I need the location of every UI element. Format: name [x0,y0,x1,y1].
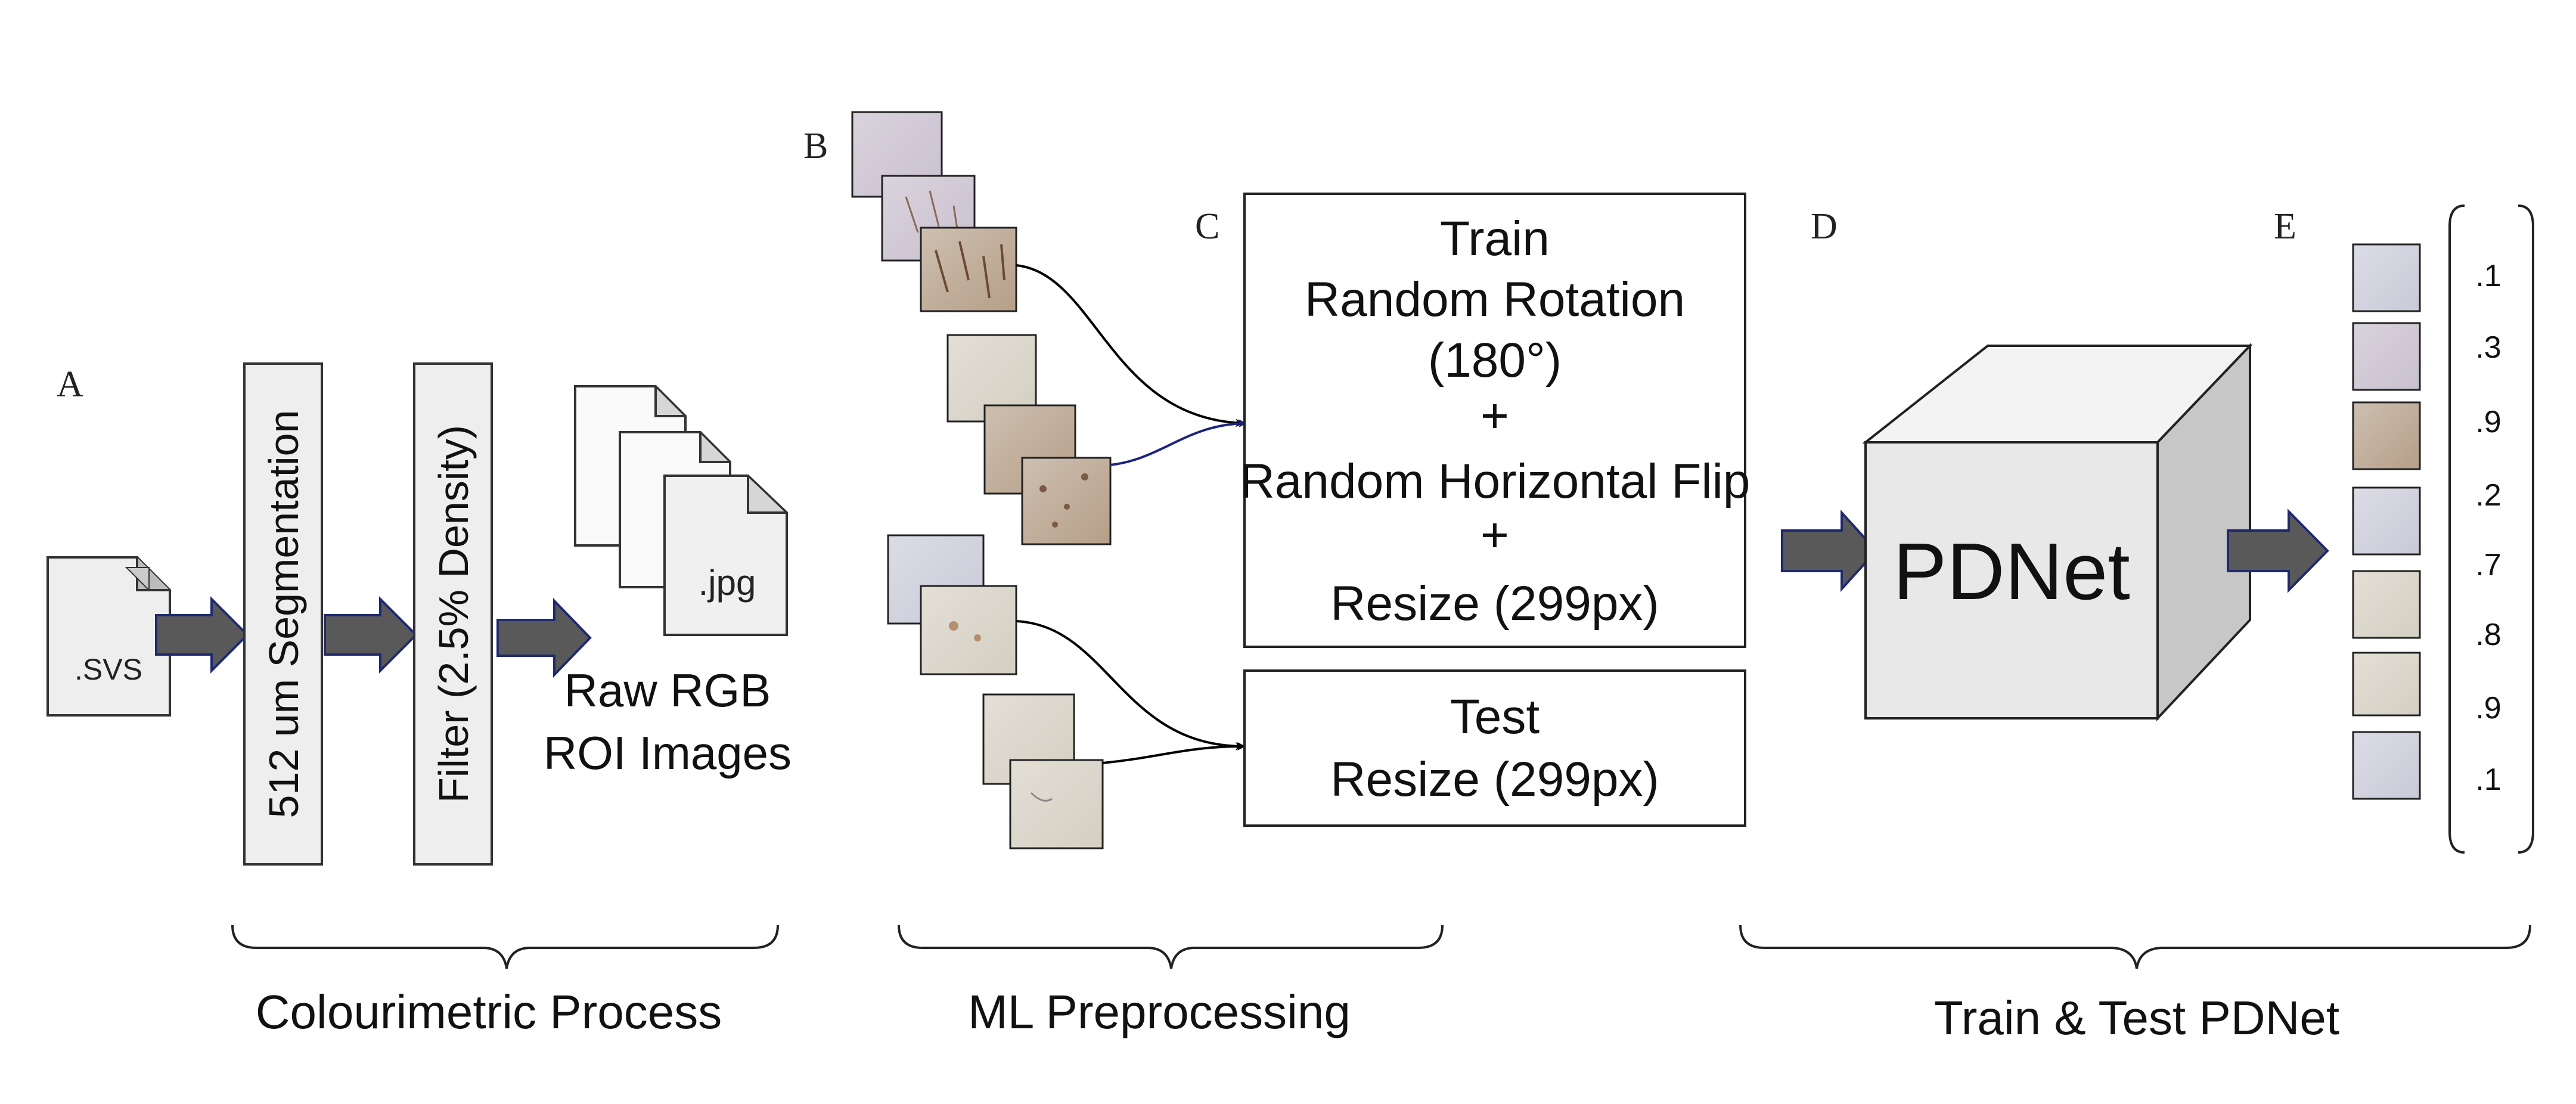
raw-images-label-line1: Raw RGB [564,664,771,717]
raw-images-label-line2: ROI Images [544,727,792,779]
jpg-file-stack [574,385,788,636]
train-box [1243,193,1746,648]
test-tile-group-2 [982,693,1104,849]
test-box [1243,669,1746,827]
panel-label-d: D [1811,206,1838,247]
pdnet-brace [1739,925,2531,969]
preprocessing-brace [898,925,1444,969]
arrow-segmentation-to-filter [324,596,418,674]
arrow-svs-to-segmentation [155,596,249,674]
connector-test-2 [1102,742,1246,764]
score-3: .9 [2475,405,2501,439]
train-title: Train [1440,212,1550,266]
preprocessing-label: ML Preprocessing [968,985,1351,1038]
train-tile-group-2 [946,334,1112,545]
train-resize: Resize (299px) [1330,576,1659,631]
train-tile-group-1 [851,111,1017,312]
colourimetric-label: Colourimetric Process [256,985,722,1038]
segmentation-box [243,362,323,866]
test-resize: Resize (299px) [1330,752,1659,807]
test-tile-group-1 [887,534,1017,675]
arrow-into-pdnet [1781,509,1878,593]
filter-box [413,362,493,866]
svs-file-label: .SVS [75,653,142,686]
svs-file-icon [46,556,171,717]
filter-label: Filter (2.5% Density) [430,425,477,803]
score-bracket [2448,204,2534,854]
colourimetric-brace [231,925,779,969]
panel-label-b: B [803,126,828,166]
score-2: .3 [2475,330,2501,365]
segmentation-label: 512 um Segmentation [260,410,307,818]
jpg-file-label: .jpg [699,563,756,603]
arrow-out-of-pdnet [2227,508,2329,593]
score-8: .1 [2475,762,2501,797]
score-5: .7 [2475,548,2501,582]
pdnet-cube [1862,343,2253,722]
connector-train-1 [1016,264,1244,427]
train-rotation: Random Rotation [1305,272,1685,327]
output-tile-column [2352,243,2421,800]
score-7: .9 [2475,691,2501,725]
score-6: .8 [2475,618,2501,652]
pdnet-label: PDNet [1893,526,2130,616]
panel-label-c: C [1195,206,1219,247]
score-1: .1 [2475,259,2501,293]
pdnet-group-label: Train & Test PDNet [1934,991,2339,1044]
train-rotation-degrees: (180°) [1428,333,1562,387]
connector-test-1 [1016,620,1244,751]
panel-label-e: E [2274,206,2296,247]
test-title: Test [1450,690,1540,744]
connector-train-2 [1110,419,1247,466]
arrow-filter-to-images [496,598,592,678]
score-4: .2 [2475,478,2501,513]
panel-label-a: A [57,364,83,405]
train-plus-2: + [1481,508,1509,562]
train-flip: Random Horizontal Flip [1240,454,1751,508]
train-plus-1: + [1481,389,1509,443]
